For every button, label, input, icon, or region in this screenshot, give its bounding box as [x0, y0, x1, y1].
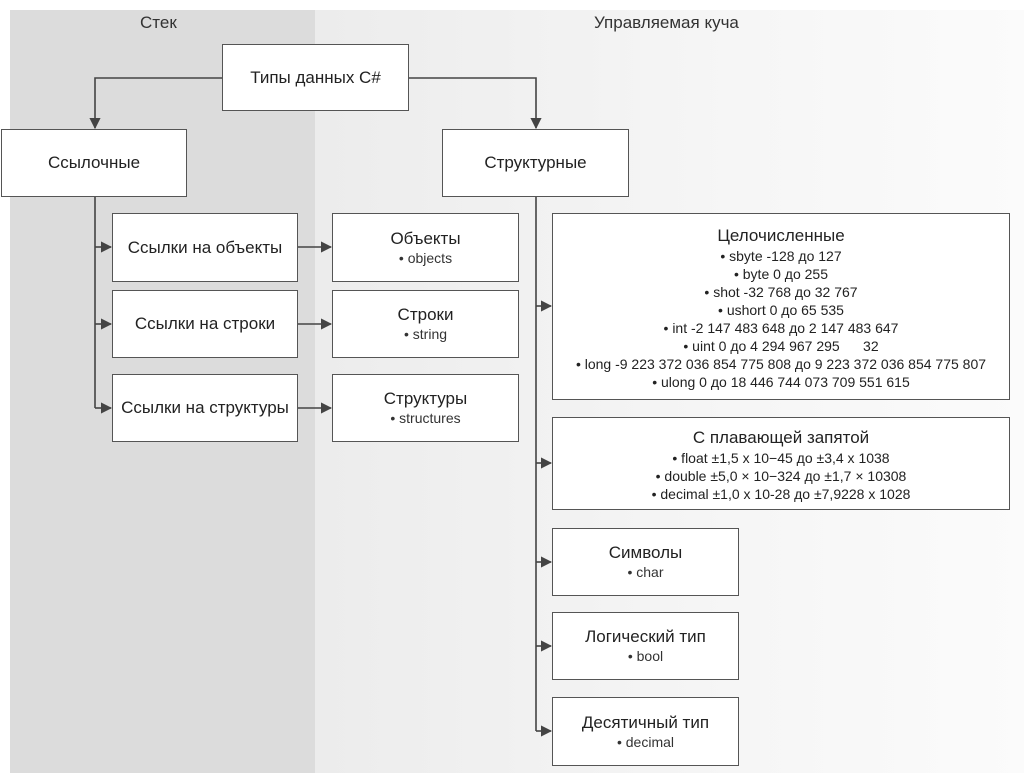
heap-strings-title: Строки — [397, 305, 454, 324]
reference-types-label: Ссылочные — [47, 153, 141, 172]
stack-region-title: Стек — [140, 13, 177, 32]
bool-type-title: Логический тип — [585, 627, 706, 646]
char-type-subtitle: • char — [627, 564, 664, 580]
connector-root-to-value — [409, 77, 542, 130]
floating-point-title: С плавающей запятой — [692, 428, 870, 447]
integer-types-node: Целочисленные • sbyte -128 до 127 • byte… — [552, 213, 1010, 400]
heap-objects-node: Объекты • objects — [332, 213, 519, 282]
integer-type-line: • shot -32 768 до 32 767 — [704, 284, 858, 300]
heap-structures-node: Структуры • structures — [332, 374, 519, 442]
heap-objects-title: Объекты — [390, 228, 461, 248]
integer-type-line: • ushort 0 до 65 535 — [718, 302, 844, 318]
structure-references-node: Ссылки на структуры — [112, 374, 298, 442]
string-references-label: Ссылки на строки — [134, 314, 276, 333]
heap-strings-subtitle: • string — [403, 326, 448, 342]
heap-region-title: Управляемая куча — [594, 13, 739, 32]
value-types-node: Структурные — [442, 129, 629, 197]
string-references-node: Ссылки на строки — [112, 290, 298, 358]
char-type-title: Символы — [608, 543, 683, 562]
decimal-type-node: Десятичный тип • decimal — [552, 697, 739, 766]
reference-types-node: Ссылочные — [1, 129, 187, 197]
decimal-type-title: Десятичный тип — [581, 712, 710, 732]
integer-type-line: • uint 0 до 4 294 967 295 32 — [683, 338, 879, 354]
root-node-csharp-types: Типы данных C# — [222, 44, 409, 111]
floating-point-line: • decimal ±1,0 х 10-28 до ±7,9228 х 1028 — [651, 486, 911, 502]
floating-point-line: • float ±1,5 х 10−45 до ±3,4 х 1038 — [672, 450, 890, 466]
integer-type-line: • ulong 0 до 18 446 744 073 709 551 615 — [652, 374, 910, 390]
integer-type-line: • long -9 223 372 036 854 775 808 до 9 2… — [575, 356, 987, 372]
heap-structures-title: Структуры — [383, 389, 468, 408]
root-node-label: Типы данных C# — [250, 67, 381, 87]
heap-strings-node: Строки • string — [332, 290, 519, 358]
char-type-node: Символы • char — [552, 528, 739, 596]
object-references-node: Ссылки на объекты — [112, 213, 298, 282]
integer-types-title: Целочисленные — [717, 226, 845, 245]
structure-references-label: Ссылки на структуры — [121, 398, 289, 417]
integer-type-line: • byte 0 до 255 — [733, 266, 829, 282]
heap-objects-subtitle: • objects — [398, 249, 453, 266]
floating-point-line: • double ±5,0 × 10−324 до ±1,7 × 10308 — [655, 468, 907, 484]
decimal-type-subtitle: • decimal — [616, 733, 675, 750]
object-references-label: Ссылки на объекты — [127, 237, 283, 257]
floating-point-types-node: С плавающей запятой • float ±1,5 х 10−45… — [552, 417, 1010, 510]
integer-type-line: • int -2 147 483 648 до 2 147 483 647 — [663, 320, 899, 336]
heap-structures-subtitle: • structures — [390, 410, 461, 426]
connector-root-to-reference — [89, 77, 222, 130]
integer-type-line: • sbyte -128 до 127 — [720, 248, 842, 264]
bool-type-subtitle: • bool — [627, 648, 664, 664]
bool-type-node: Логический тип • bool — [552, 612, 739, 680]
value-types-label: Структурные — [484, 153, 587, 172]
